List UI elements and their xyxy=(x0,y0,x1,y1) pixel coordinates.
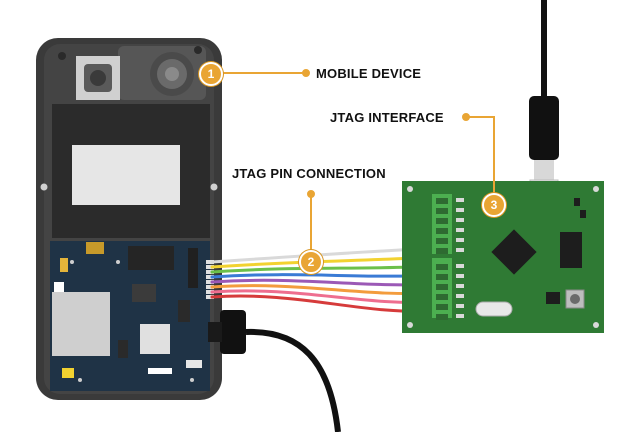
header-pin xyxy=(456,248,464,252)
phone-pad xyxy=(206,290,214,294)
callout-badge-1: 1 xyxy=(199,62,223,86)
usb-cable-right xyxy=(529,0,559,207)
terminal-screw xyxy=(436,208,448,214)
terminal-screw xyxy=(436,304,448,310)
label-jtag-interface: JTAG INTERFACE xyxy=(330,110,444,125)
phone-pad xyxy=(206,280,214,284)
crystal xyxy=(475,301,513,317)
header-pins xyxy=(456,198,464,318)
phone-pad xyxy=(206,275,214,279)
usb-plug-interface xyxy=(529,96,559,160)
usb-cable-left xyxy=(245,328,341,432)
phone-pad xyxy=(206,285,214,289)
jtag-interface xyxy=(402,181,604,333)
callout-badge-3: 3 xyxy=(482,193,506,217)
header-pin xyxy=(456,304,464,308)
phone-pad xyxy=(206,265,214,269)
terminal-screw xyxy=(436,238,448,244)
shield-can xyxy=(52,292,110,356)
mobile-device xyxy=(36,38,246,400)
header-pin xyxy=(456,198,464,202)
terminal-screw xyxy=(436,248,448,254)
terminal-screw xyxy=(436,198,448,204)
label-mobile-device: MOBILE DEVICE xyxy=(316,66,422,81)
terminal-screw xyxy=(436,294,448,300)
header-pin xyxy=(456,294,464,298)
label-jtag-pin-connection: JTAG PIN CONNECTION xyxy=(232,166,386,181)
terminal-screw xyxy=(436,264,448,270)
screen-sticker xyxy=(72,145,180,205)
header-pin xyxy=(456,264,464,268)
header-pin xyxy=(456,218,464,222)
header-pin xyxy=(456,228,464,232)
phone-pad xyxy=(206,270,214,274)
header-pin xyxy=(456,274,464,278)
side-chip xyxy=(560,232,582,268)
leader-3 xyxy=(466,116,495,205)
logic-board xyxy=(50,241,214,391)
terminal-screw xyxy=(436,284,448,290)
terminal-screw xyxy=(436,228,448,234)
header-pin xyxy=(456,208,464,212)
phone-pad xyxy=(206,295,214,299)
header-pin xyxy=(456,284,464,288)
terminal-screw xyxy=(436,274,448,280)
phone-jtag-pads xyxy=(206,260,214,299)
header-pin xyxy=(456,238,464,242)
header-pin xyxy=(456,314,464,318)
terminal-screw xyxy=(436,218,448,224)
usb-plug-phone xyxy=(220,310,246,354)
phone-pad xyxy=(206,260,214,264)
terminal-screw xyxy=(436,314,448,320)
callout-badge-2: 2 xyxy=(299,250,323,274)
